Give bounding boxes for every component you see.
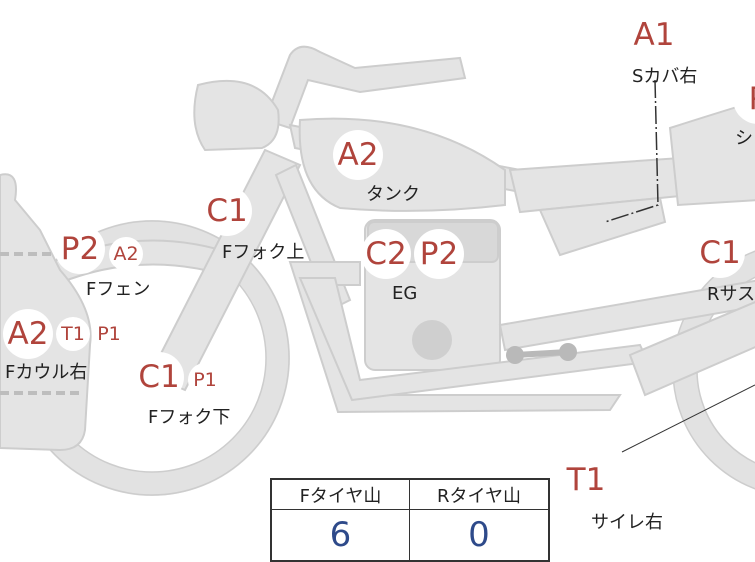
- front-tire-value: 6: [272, 510, 410, 560]
- tire-tread-table: Fタイヤ山 Rタイヤ山 6 0: [270, 478, 550, 562]
- badge-fork-upper-1[interactable]: C1: [202, 186, 252, 236]
- cowl-dashed-edge: [0, 252, 80, 395]
- front-tire-header: Fタイヤ山: [272, 480, 410, 510]
- leader-line-muffler: [621, 384, 755, 453]
- badge-front-fender-1[interactable]: P2: [55, 224, 105, 274]
- front-cowl-shape: [0, 173, 92, 452]
- leader-line-s-cover: [604, 79, 659, 223]
- engine-cover-mark: [412, 320, 452, 360]
- swingarm-shape: [498, 279, 755, 352]
- label-engine: EG: [392, 283, 418, 304]
- label-tank: タンク: [366, 184, 420, 205]
- side-cover-shape: [538, 196, 667, 257]
- headlight-shape: [193, 79, 280, 152]
- badge-cowl-right-3[interactable]: P1: [92, 317, 126, 351]
- badge-s-cover-right-1[interactable]: A1: [629, 10, 679, 60]
- label-rear-suspension: Rサス: [707, 284, 755, 305]
- label-fork-lower: Fフォク下: [148, 407, 231, 428]
- badge-fork-lower-2[interactable]: P1: [188, 363, 222, 397]
- badge-muffler-right-1[interactable]: T1: [561, 455, 611, 505]
- badge-seat-1[interactable]: P: [733, 74, 755, 124]
- label-front-fender: Fフェン: [86, 279, 151, 300]
- label-muffler-right: サイレ右: [591, 512, 663, 533]
- muffler-shape: [628, 301, 755, 397]
- badge-engine-1[interactable]: C2: [361, 229, 411, 279]
- label-s-cover-right: Sカバ右: [632, 66, 698, 87]
- badge-cowl-right-2[interactable]: T1: [56, 317, 90, 351]
- label-cowl-right: Fカウル右: [5, 362, 88, 383]
- badge-fork-lower-1[interactable]: C1: [134, 352, 184, 402]
- handlebar-shape: [263, 45, 467, 130]
- badge-cowl-right-1[interactable]: A2: [3, 309, 53, 359]
- rear-tire-header: Rタイヤ山: [410, 480, 548, 510]
- badge-front-fender-2[interactable]: A2: [109, 237, 143, 271]
- badge-rear-suspension-1[interactable]: C1: [695, 228, 745, 278]
- label-fork-upper: Fフォク上: [222, 242, 305, 263]
- badge-tank-1[interactable]: A2: [333, 130, 383, 180]
- rear-tire-value: 0: [468, 515, 490, 555]
- label-seat: シ: [735, 128, 753, 149]
- badge-engine-2[interactable]: P2: [414, 229, 464, 279]
